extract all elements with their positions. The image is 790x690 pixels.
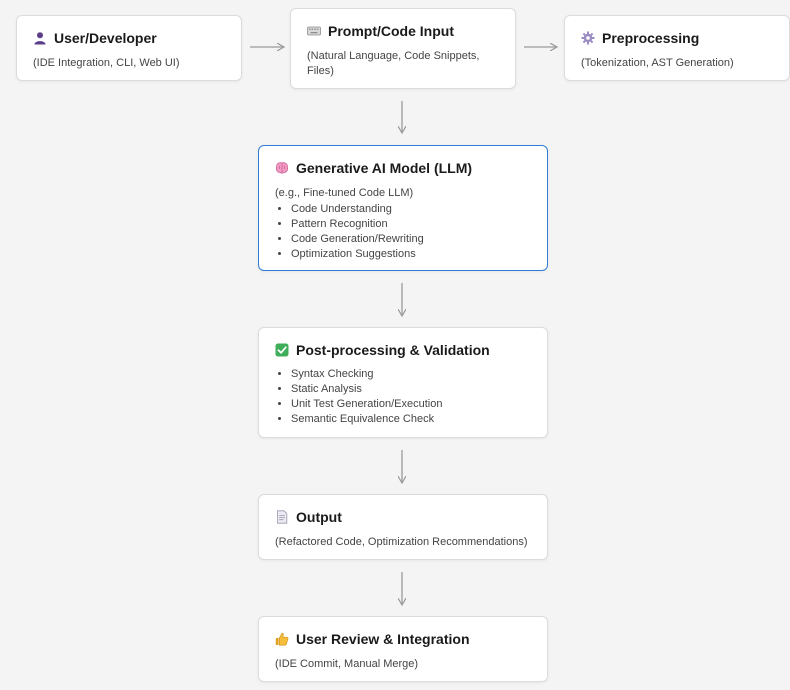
list-item: Syntax Checking — [291, 367, 531, 382]
keyboard-icon — [307, 26, 321, 36]
gear-icon — [581, 31, 595, 45]
node-subtitle: (e.g., Fine-tuned Code LLM) — [275, 187, 414, 199]
node-preprocessing: Preprocessing (Tokenization, AST Generat… — [564, 15, 790, 81]
node-title: User Review & Integration — [275, 630, 531, 648]
node-review: User Review & Integration (IDE Commit, M… — [258, 616, 548, 682]
node-subtitle: (Tokenization, AST Generation) — [581, 57, 734, 69]
node-user-developer: User/Developer (IDE Integration, CLI, We… — [16, 15, 242, 81]
node-item-list: Syntax Checking Static Analysis Unit Tes… — [275, 367, 531, 427]
list-item: Semantic Equivalence Check — [291, 412, 531, 427]
list-item: Optimization Suggestions — [291, 247, 531, 262]
brain-icon — [275, 162, 289, 174]
node-title: Output — [275, 508, 531, 526]
document-icon — [277, 510, 288, 524]
node-item-list: Code Understanding Pattern Recognition C… — [275, 202, 531, 262]
list-item: Unit Test Generation/Execution — [291, 397, 531, 412]
node-subtitle: (Natural Language, Code Snippets, Files) — [307, 50, 480, 77]
list-item: Static Analysis — [291, 382, 531, 397]
check-icon — [275, 343, 289, 357]
node-title: Prompt/Code Input — [307, 22, 499, 40]
node-output: Output (Refactored Code, Optimization Re… — [258, 494, 548, 560]
list-item: Code Generation/Rewriting — [291, 232, 531, 247]
thumbs-up-icon — [275, 632, 289, 646]
user-icon — [34, 32, 46, 45]
node-title: Post-processing & Validation — [275, 341, 531, 359]
node-title: Generative AI Model (LLM) — [275, 159, 531, 177]
node-subtitle: (Refactored Code, Optimization Recommend… — [275, 536, 528, 548]
node-subtitle: (IDE Commit, Manual Merge) — [275, 658, 419, 670]
node-prompt-input: Prompt/Code Input (Natural Language, Cod… — [290, 8, 516, 89]
node-validation: Post-processing & Validation Syntax Chec… — [258, 327, 548, 438]
node-title: Preprocessing — [581, 29, 773, 47]
node-llm: Generative AI Model (LLM) (e.g., Fine-tu… — [258, 145, 548, 271]
list-item: Code Understanding — [291, 202, 531, 217]
node-subtitle: (IDE Integration, CLI, Web UI) — [33, 57, 180, 69]
list-item: Pattern Recognition — [291, 217, 531, 232]
node-title: User/Developer — [33, 29, 225, 47]
